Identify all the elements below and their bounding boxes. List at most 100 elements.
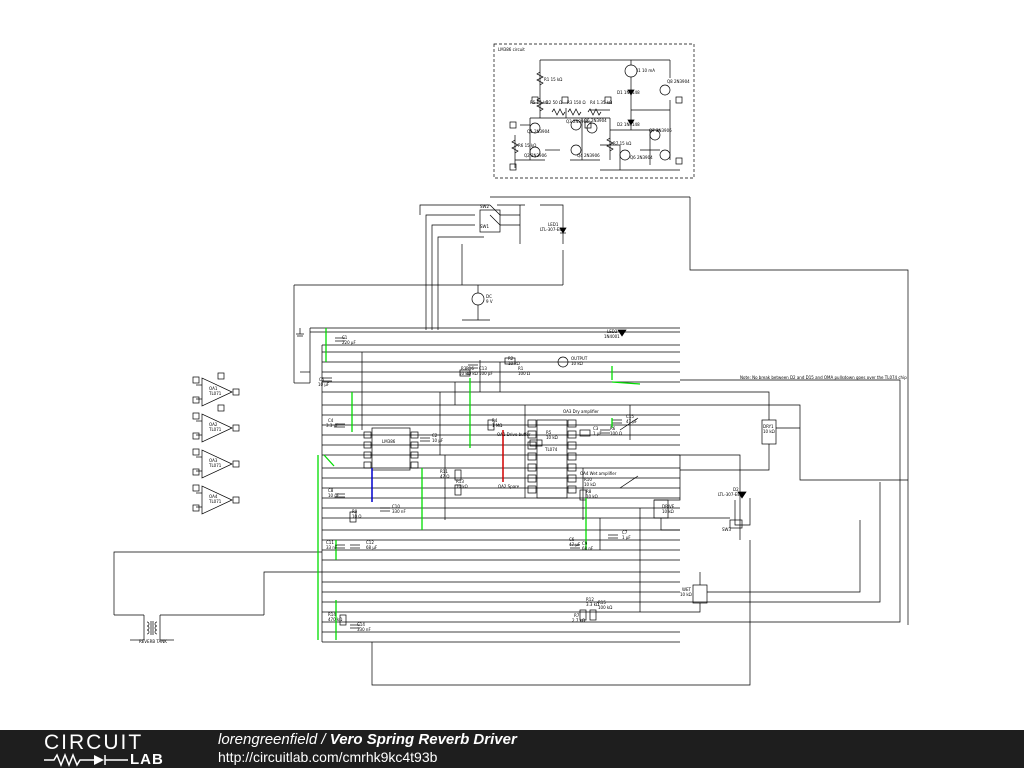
oa4-label: OA4 bbox=[209, 494, 218, 499]
c2-label: C2 bbox=[432, 433, 438, 438]
c14-label: C14 bbox=[357, 622, 365, 627]
r8-value: 10 kΩ bbox=[586, 494, 598, 499]
oa3-part: TL071 bbox=[208, 463, 222, 468]
dry-amp-label: OA3 Dry amplifier bbox=[563, 409, 599, 414]
lm386-inset-box bbox=[493, 43, 695, 179]
c13-label: C13 bbox=[479, 366, 487, 371]
inset-q3-label: Q3 2N3904 bbox=[566, 119, 589, 124]
d2-part-label: LTL-307-EE bbox=[718, 492, 740, 497]
r11-label: R11 bbox=[440, 469, 448, 474]
inset-r5-label: R5 15 kΩ bbox=[530, 100, 548, 105]
c6-value: 47 μF bbox=[569, 542, 581, 547]
spare-label: OA2 Spare bbox=[498, 484, 520, 489]
r10-value: 10 kΩ bbox=[584, 482, 596, 487]
inset-r7-label: R7 15 kΩ bbox=[613, 141, 631, 146]
lm386-chip bbox=[371, 427, 411, 471]
c10-value: 330 nF bbox=[392, 509, 406, 514]
sw2-label: SW2 bbox=[480, 204, 489, 209]
circuit-url[interactable]: http://circuitlab.com/cmrhk9kc4t93b bbox=[218, 749, 438, 765]
dc-source-value: 9 V bbox=[486, 299, 493, 304]
footer-bar: CIRCUIT LAB lorengreenfield / Vero Sprin… bbox=[0, 730, 1024, 768]
r3-value: 10 kΩ bbox=[459, 371, 471, 376]
inset-title: LM386 circuit bbox=[498, 47, 525, 52]
drive-buffer-label: OA1 Drive buffer bbox=[497, 432, 531, 437]
top-switch-wiring bbox=[293, 196, 909, 625]
drive-value: 10 kΩ bbox=[662, 509, 674, 514]
inset-pins bbox=[509, 96, 683, 171]
r6-label: R6 bbox=[610, 426, 616, 431]
r14-label: R14 bbox=[328, 612, 336, 617]
title-separator: / bbox=[317, 731, 330, 748]
lm386-label: LM386 bbox=[382, 439, 396, 444]
led1-icon bbox=[559, 227, 567, 234]
d2-led-icon bbox=[737, 491, 747, 499]
r10-label: R10 bbox=[584, 477, 592, 482]
r13-value: 10 kΩ bbox=[456, 484, 468, 489]
dry1-label: DRY1 bbox=[763, 424, 774, 429]
sw3-switch[interactable] bbox=[729, 519, 743, 529]
r4-label: R4 bbox=[492, 418, 498, 423]
oa1-label: OA1 bbox=[209, 386, 218, 391]
r6-value: 100 Ω bbox=[610, 431, 622, 436]
inset-q1-label: Q1 2N3904 bbox=[527, 129, 550, 134]
logo-bottom: LAB bbox=[44, 751, 184, 768]
c12-label: C12 bbox=[366, 540, 374, 545]
author-link[interactable]: lorengreenfield bbox=[218, 731, 318, 748]
inset-diode-d2-icon bbox=[627, 119, 635, 126]
inset-r2-label: R2 50 Ω bbox=[546, 100, 562, 105]
sw3-label: SW3 bbox=[722, 527, 731, 532]
led1-label: LED1 bbox=[548, 222, 559, 227]
led2-icon bbox=[617, 329, 627, 337]
inset-diode-d1-icon bbox=[627, 89, 635, 96]
c7-label: C7 bbox=[622, 530, 628, 535]
dc-source-wiring bbox=[462, 285, 490, 321]
vertical-connectors bbox=[300, 328, 641, 642]
c4-value: 3.3 μF bbox=[326, 423, 339, 428]
wet-pot[interactable] bbox=[692, 584, 708, 604]
c10-label: C10 bbox=[392, 504, 400, 509]
circuit-title-line: lorengreenfield / Vero Spring Reverb Dri… bbox=[218, 731, 517, 748]
r16-label: R16 bbox=[466, 366, 474, 371]
inset-q8-label: Q8 2N3904 bbox=[667, 79, 690, 84]
lm386-inset-wiring bbox=[514, 59, 680, 171]
inset-q6-label: Q6 2N3904 bbox=[630, 155, 653, 160]
oa1-part: TL071 bbox=[208, 391, 222, 396]
circuitlab-logo[interactable]: CIRCUIT LAB bbox=[44, 732, 184, 768]
wet-value: 10 kΩ bbox=[680, 592, 692, 597]
schematic-canvas[interactable]: LM386 circuit Q1 2N3904 Q2 2N3906 Q3 2N3… bbox=[0, 0, 1024, 730]
output-label: OUTPUT bbox=[571, 356, 588, 361]
c9-label: C9 bbox=[582, 541, 588, 546]
reverb-tank-transformer-icon bbox=[146, 621, 158, 635]
c9-value: 68 nF bbox=[582, 546, 594, 551]
r12-label: R12 bbox=[586, 597, 594, 602]
led1-part-label: LTL-307-EE bbox=[540, 227, 562, 232]
c11-value: 33 nF bbox=[326, 545, 338, 550]
circuit-title: Vero Spring Reverb Driver bbox=[329, 731, 517, 748]
r1-value: 100 Ω bbox=[518, 371, 530, 376]
r9-value: 10 Ω bbox=[352, 514, 361, 519]
reverb-tank-label: REVERB TANK bbox=[139, 639, 167, 644]
sw2-switch[interactable] bbox=[479, 209, 501, 233]
r14-value: 470 kΩ bbox=[328, 617, 342, 622]
note-text: Note: No break between D2 and D15 and OM… bbox=[740, 375, 907, 380]
drive-label: DRIVE bbox=[662, 504, 675, 509]
c15-label: C15 bbox=[626, 414, 634, 419]
d2-label: D2 bbox=[733, 487, 739, 492]
c6-label: C6 bbox=[569, 537, 575, 542]
inset-r3-label: R3 150 Ω bbox=[567, 100, 586, 105]
c15-value: 47 pF bbox=[626, 419, 638, 424]
r5-label: R5 bbox=[546, 430, 552, 435]
output-value: 10 kΩ bbox=[571, 361, 583, 366]
c14-value: 330 nF bbox=[357, 627, 371, 632]
oa4-part: TL071 bbox=[208, 499, 222, 504]
sw1-label: SW1 bbox=[480, 224, 489, 229]
lm386-pins bbox=[363, 431, 419, 469]
inset-q2-label: Q2 2N3906 bbox=[524, 153, 547, 158]
c8-label: C8 bbox=[328, 488, 334, 493]
r7-value: 2.7 kΩ bbox=[572, 618, 585, 623]
reverb-tank-wiring bbox=[113, 551, 322, 641]
tl074-pins bbox=[527, 419, 577, 494]
c8-value: 10 μF bbox=[328, 493, 340, 498]
r13-label: R13 bbox=[456, 479, 464, 484]
output-jack-icon[interactable] bbox=[557, 356, 569, 368]
